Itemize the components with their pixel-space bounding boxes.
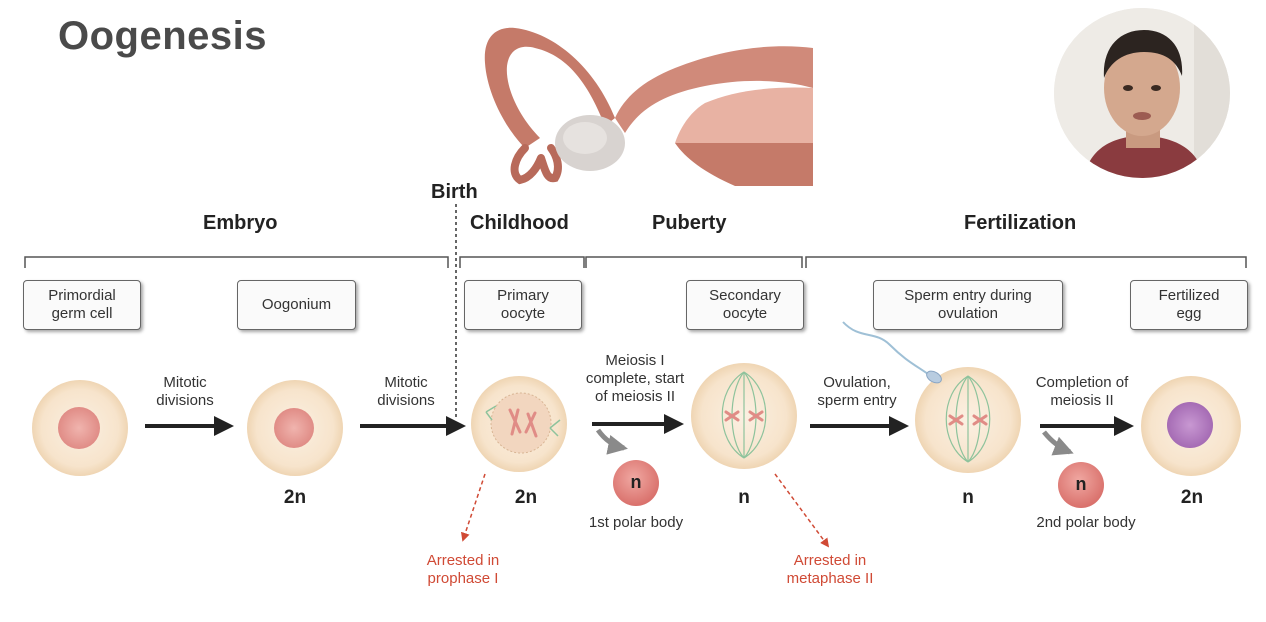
ploidy-oogonium: 2n — [283, 487, 307, 508]
uterus-ovary-illustration — [475, 8, 813, 186]
stage-birth: Birth — [431, 181, 478, 203]
caption-completion: Completion of meiosis II — [1035, 374, 1129, 409]
label-secondary-oocyte: Secondary oocyte — [686, 280, 804, 330]
caption-arrest-prophase: Arrested in prophase I — [426, 552, 500, 587]
stage-childhood: Childhood — [470, 212, 569, 234]
progression-arrows — [145, 414, 1134, 436]
ploidy-sperm-entry: n — [962, 487, 974, 508]
ploidy-polar-2: n — [1075, 474, 1087, 494]
label-oogonium: Oogonium — [237, 280, 356, 330]
sperm-icon — [842, 321, 942, 384]
arrest-arrow-prophase — [461, 473, 486, 542]
caption-mitotic-2: Mitotic divisions — [377, 374, 435, 409]
label-fertilized-egg: Fertilized egg — [1130, 280, 1248, 330]
polar-arrow-1 — [595, 428, 628, 455]
caption-first-polar-body: 1st polar body — [588, 514, 684, 531]
fertilized-egg-cell — [1141, 376, 1241, 476]
label-sperm-entry: Sperm entry during ovulation — [873, 280, 1063, 330]
arrest-arrow-metaphase — [774, 473, 830, 548]
stage-embryo: Embryo — [203, 212, 278, 234]
first-polar-body — [613, 460, 659, 506]
primary-oocyte-cell — [471, 376, 567, 472]
second-polar-body — [1058, 462, 1104, 508]
primordial-germ-cell — [32, 380, 128, 476]
caption-second-polar-body: 2nd polar body — [1036, 514, 1136, 531]
ploidy-fertilized: 2n — [1180, 487, 1204, 508]
polar-arrow-2 — [1042, 430, 1074, 456]
ploidy-secondary: n — [738, 487, 750, 508]
sperm-entry-oocyte-cell — [915, 367, 1021, 473]
label-primary-oocyte: Primary oocyte — [464, 280, 582, 330]
caption-arrest-metaphase: Arrested in metaphase II — [786, 552, 874, 587]
secondary-oocyte-cell — [691, 363, 797, 469]
ploidy-polar-1: n — [630, 472, 642, 492]
stage-fertilization: Fertilization — [964, 212, 1077, 234]
ploidy-primary: 2n — [514, 487, 538, 508]
page-title: Oogenesis — [58, 14, 268, 58]
stage-puberty: Puberty — [652, 212, 727, 234]
stage-brackets — [24, 256, 1247, 268]
caption-mitotic-1: Mitotic divisions — [156, 374, 214, 409]
oogonium-cell — [247, 380, 343, 476]
caption-meiosis-1: Meiosis I complete, start of meiosis II — [585, 352, 685, 405]
label-primordial-germ-cell: Primordial germ cell — [23, 280, 141, 330]
caption-ovulation: Ovulation, sperm entry — [817, 374, 897, 409]
